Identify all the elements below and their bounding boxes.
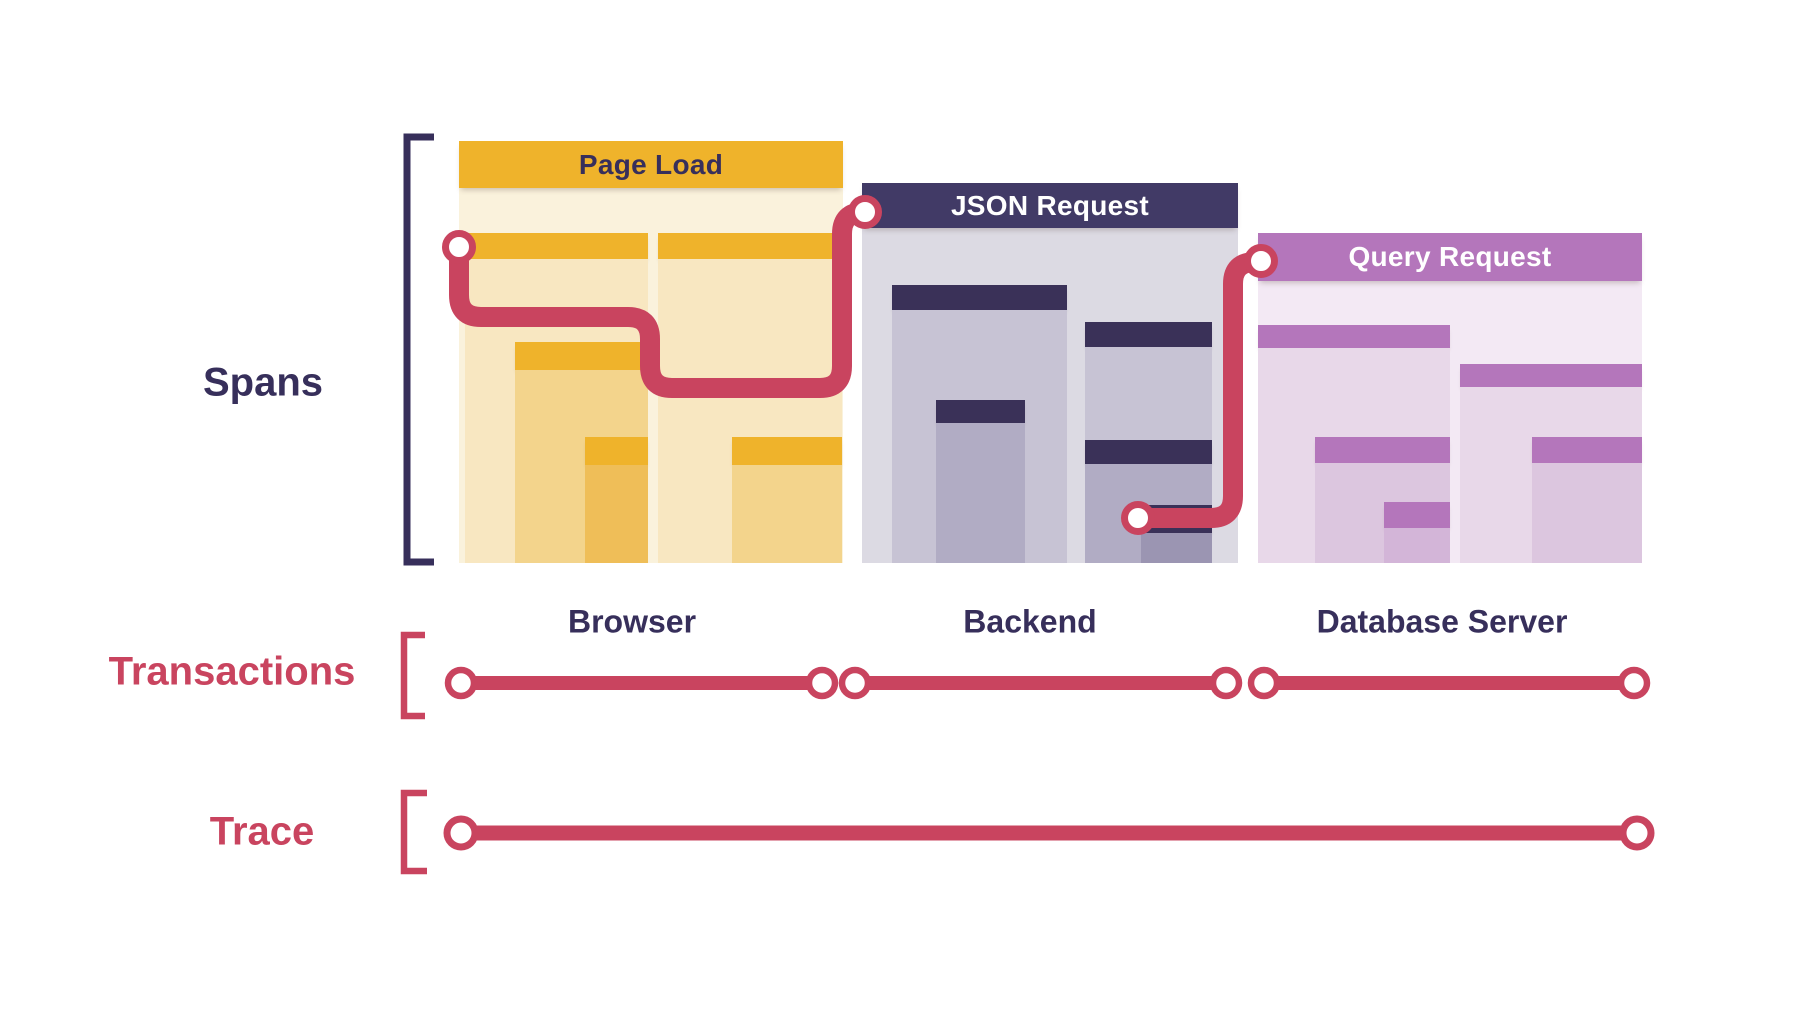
transaction-endpoint-dot [1247, 666, 1281, 700]
spans-row-label: Spans [202, 360, 324, 405]
database-span-l3-right-header [1532, 437, 1642, 463]
browser-span-l3-left-header [515, 342, 648, 370]
backend-span-l3-left-header [936, 400, 1025, 423]
transaction-endpoint-dot [805, 666, 839, 700]
browser-span-l4-body [585, 465, 648, 563]
json-request-panel-header: JSON Request [862, 183, 1238, 228]
trace-bracket [400, 789, 427, 875]
backend-span-l2-left-header [892, 285, 1067, 310]
backend-column-label: Backend [963, 603, 1097, 640]
database-span-l3-right-body [1532, 463, 1642, 563]
database-span-l4-header [1384, 502, 1450, 528]
browser-span-l3-right-body [732, 465, 842, 563]
database-span-l4-body [1384, 528, 1450, 563]
browser-span-l3-right-header [732, 437, 842, 465]
backend-span-l4-body [1141, 533, 1212, 563]
trace-row-label: Trace [209, 809, 315, 854]
database-span-l3-left-header [1315, 437, 1450, 463]
browser-span-l4-header [585, 437, 648, 465]
backend-span-l4-header [1141, 505, 1212, 533]
transaction-endpoint-dot [838, 666, 872, 700]
database-column-label: Database Server [1316, 603, 1568, 640]
browser-span-l2-left-header [465, 233, 648, 259]
transactions-row-label: Transactions [108, 649, 356, 694]
trace-endpoint-dot [1619, 815, 1655, 851]
transaction-endpoint-dot [1617, 666, 1651, 700]
json-request-title: JSON Request [950, 189, 1150, 221]
page-load-title: Page Load [578, 148, 724, 180]
query-request-title: Query Request [1348, 241, 1552, 272]
backend-span-l3-left-body [936, 423, 1025, 563]
spans-bracket [403, 133, 434, 566]
trace-endpoint-dot [443, 815, 479, 851]
browser-span-l2-right-header [658, 233, 842, 259]
backend-span-l3-right-header [1085, 440, 1212, 464]
query-request-panel-header: Query Request [1258, 233, 1642, 281]
transaction-endpoint-dot [1209, 666, 1243, 700]
database-span-l2-right-header [1460, 364, 1642, 387]
transaction-endpoint-dot [444, 666, 478, 700]
browser-column-label: Browser [567, 603, 697, 640]
database-span-l2-left-header [1258, 325, 1450, 348]
transactions-bracket [400, 631, 425, 720]
page-load-panel-header: Page Load [459, 141, 843, 188]
backend-span-l2-right-header [1085, 322, 1212, 347]
